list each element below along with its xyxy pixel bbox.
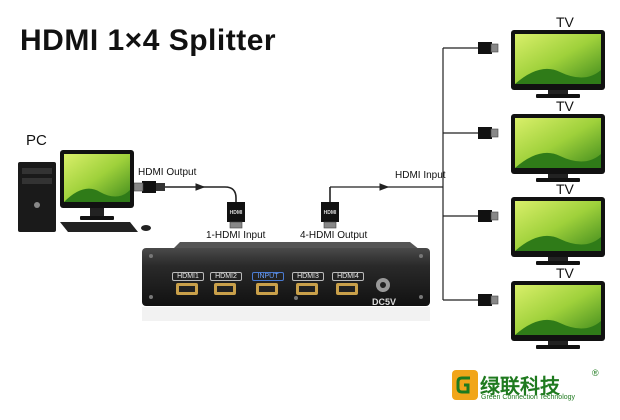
hdmi-plug-icon: HDMI (227, 202, 245, 228)
hdmi-output-label: HDMI Output (138, 167, 196, 178)
arrow-right-icon (190, 184, 204, 190)
port-label-input: INPUT (252, 272, 284, 281)
brand-name-en: Green Connection Technology (481, 394, 575, 401)
tv-label-3: TV (556, 181, 574, 197)
four-hdmi-output-label: 4-HDMI Output (300, 230, 367, 241)
splitter-device (142, 242, 430, 321)
port-label-hdmi1: HDMI1 (172, 272, 204, 281)
tv-icon (511, 281, 605, 349)
one-hdmi-input-label: 1-HDMI Input (206, 230, 265, 241)
tv-label-1: TV (556, 14, 574, 30)
hdmi-plug-icon (478, 42, 498, 54)
plug-label: HDMI (230, 210, 243, 216)
tv-label-4: TV (556, 265, 574, 281)
hdmi-plug-icon (478, 294, 498, 306)
tv-label-2: TV (556, 98, 574, 114)
port-label-hdmi2: HDMI2 (210, 272, 242, 281)
brand-logo-icon (452, 370, 478, 400)
tv-icon (511, 197, 605, 265)
port-label-hdmi4: HDMI4 (332, 272, 364, 281)
pc-output-cable (165, 187, 236, 202)
pc-label: PC (26, 132, 47, 149)
hdmi-plug-icon (478, 210, 498, 222)
dc-power-label: DC5V (372, 297, 396, 307)
hdmi-input-label: HDMI Input (395, 170, 446, 181)
registered-mark: ® (592, 368, 599, 378)
tv-icon (511, 114, 605, 182)
port-label-hdmi3: HDMI3 (292, 272, 324, 281)
plug-label: HDMI (324, 210, 337, 216)
hdmi-plug-icon (478, 127, 498, 139)
hdmi-plug-icon: HDMI (321, 202, 339, 228)
pc-icon (18, 150, 151, 232)
tv-icon (511, 30, 605, 98)
hdmi-plug-icon (134, 181, 165, 193)
